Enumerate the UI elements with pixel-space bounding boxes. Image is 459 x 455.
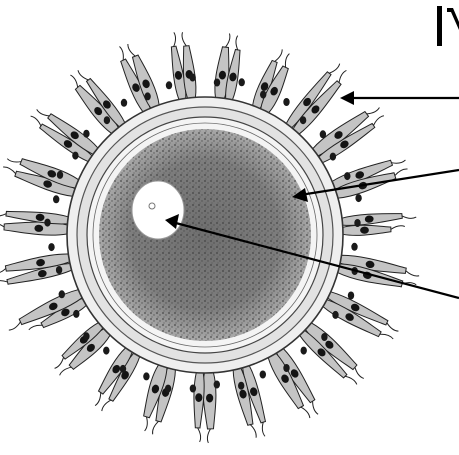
follicle-cell-nucleus-inner <box>300 116 306 124</box>
follicle-cell-nucleus-inner <box>190 385 196 393</box>
follicle-cell-nucleus-inner <box>214 79 220 87</box>
follicle-cell-nucleus-inner <box>355 194 361 202</box>
follicle-cell-nucleus-inner <box>351 243 357 251</box>
follicle-cell-nucleus-inner <box>83 130 89 138</box>
ooplasm-texture <box>99 129 311 341</box>
follicle-cell-nucleus-inner <box>72 152 78 160</box>
follicle-cell-nucleus-inner <box>165 385 171 393</box>
follicle-cell-nucleus-inner <box>103 347 109 355</box>
follicle-cell-nucleus-inner <box>121 99 127 107</box>
follicle-cell-nucleus-inner <box>301 347 307 355</box>
follicle-cell-nucleus-inner <box>320 130 326 138</box>
follicle-cell-nucleus-inner <box>214 381 220 389</box>
follicle-cell-nucleus-inner <box>59 290 65 298</box>
follicle-cell-nucleus-inner <box>260 371 266 379</box>
follicle-cell-nucleus-inner <box>120 365 126 373</box>
follicle-cell-nucleus-inner <box>354 219 360 227</box>
follicle-cell-nucleus-inner <box>166 81 172 89</box>
follicle-cell-nucleus-inner <box>48 243 54 251</box>
follicle-cell-nucleus-inner <box>73 310 79 318</box>
follicle-cell-nucleus-inner <box>83 332 89 340</box>
follicle-cell-nucleus-inner <box>321 333 327 341</box>
follicle-cell-nucleus-inner <box>344 172 350 180</box>
follicle-cell-nucleus-inner <box>143 372 149 380</box>
follicle-cell-nucleus-inner <box>330 153 336 161</box>
follicle-cell-nucleus-inner <box>144 92 150 100</box>
follicle-cell-nucleus-inner <box>189 74 195 82</box>
follicle-cell-nucleus-inner <box>348 292 354 300</box>
follicle-cell-nucleus-inner <box>332 311 338 319</box>
nucleus <box>132 181 184 239</box>
follicle-cell-nucleus-inner <box>239 78 245 86</box>
follicle-cell-nucleus-inner <box>56 266 62 274</box>
follicle-cell-nucleus-inner <box>260 91 266 99</box>
follicle-cell-nucleus-inner <box>53 195 59 203</box>
follicle-cell-nucleus-inner <box>57 171 63 179</box>
follicle-cell-nucleus-inner <box>44 219 50 227</box>
follicle-cell-nucleus-inner <box>283 364 289 372</box>
follicle-cell-nucleus-inner <box>238 382 244 390</box>
nucleolus <box>149 203 155 209</box>
follicle-cell-nucleus-inner <box>283 98 289 106</box>
follicle-cell-nucleus-inner <box>104 116 110 124</box>
